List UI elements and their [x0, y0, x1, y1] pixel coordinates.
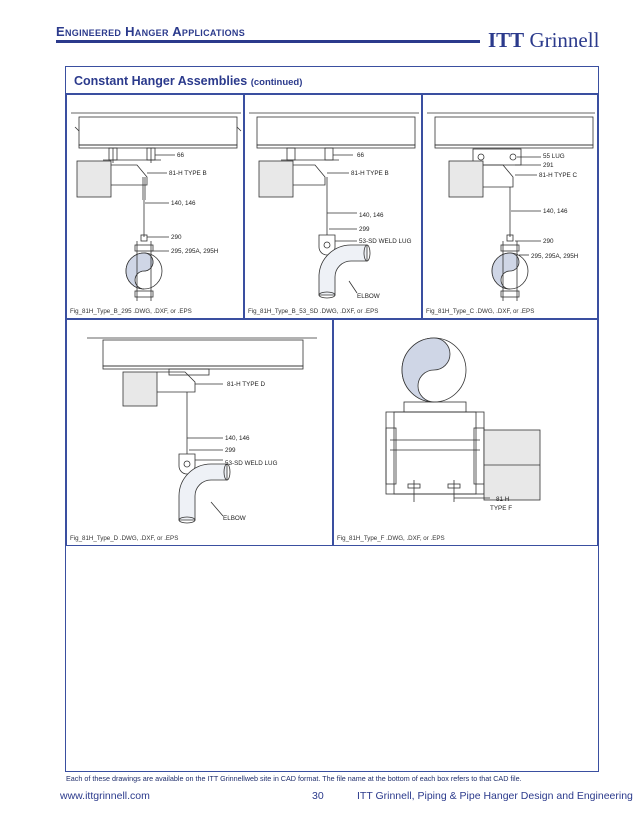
section-continued: (continued) — [250, 77, 303, 88]
section-rule — [65, 93, 599, 95]
callout-label: 81-H TYPE B — [351, 170, 389, 177]
drawing-type-f — [385, 337, 541, 502]
callout-label: 66 — [357, 152, 365, 159]
callout-label: 290 — [171, 234, 182, 241]
drawing-panel-type-c: 55 LUG 291 81-H TYPE C 140, 146 290 295,… — [422, 94, 598, 319]
callout-label: 140, 146 — [543, 208, 568, 215]
callout-label: 66 — [177, 152, 185, 159]
footnote: Each of these drawings are available on … — [66, 774, 522, 783]
cad-file-caption: Fig_81H_Type_C .DWG, .DXF, or .EPS — [426, 308, 535, 315]
drawing-type-c — [427, 112, 595, 301]
drawing-panel-type-b-53sd: 66 81-H TYPE B 140, 146 299 53-SD WELD L… — [244, 94, 422, 319]
section-title-text: Constant Hanger Assemblies — [74, 74, 248, 88]
page-header-title: Engineered Hanger Applications — [56, 24, 246, 39]
header-rule — [56, 40, 480, 43]
cad-file-caption: Fig_81H_Type_B_295 .DWG, .DXF, or .EPS — [70, 308, 192, 315]
callout-label: 81 H — [496, 496, 510, 503]
callout-label: 81-H TYPE C — [539, 172, 578, 179]
drawing-type-d — [87, 337, 317, 524]
brand-name: Grinnell — [529, 28, 600, 52]
callout-label: 140, 146 — [171, 200, 196, 207]
callout-label: 81-H TYPE B — [169, 170, 207, 177]
cad-file-caption: Fig_81H_Type_D .DWG, .DXF, or .EPS — [70, 535, 179, 542]
callout-label: 290 — [543, 238, 554, 245]
cad-file-caption: Fig_81H_Type_B_53_SD .DWG, .DXF, or .EPS — [248, 308, 379, 315]
page-number: 30 — [312, 790, 324, 802]
callout-label: ELBOW — [223, 515, 246, 522]
footer-publication-title: ITT Grinnell, Piping & Pipe Hanger Desig… — [357, 790, 633, 802]
callout-label: 295, 295A, 295H — [171, 248, 219, 255]
callout-label: 81-H TYPE D — [227, 381, 266, 388]
section-title: Constant Hanger Assemblies (continued) — [74, 74, 302, 88]
drawing-panel-type-b-295: 66 81-H TYPE B 140, 146 290 295, 295A, 2… — [66, 94, 244, 319]
callout-label: 53-SD WELD LUG — [225, 460, 278, 467]
drawing-type-b-53sd — [249, 112, 419, 299]
cad-file-caption: Fig_81H_Type_F .DWG, .DXF, or .EPS — [337, 535, 445, 542]
callout-label: 140, 146 — [225, 435, 250, 442]
callout-label: 295, 295A, 295H — [531, 253, 579, 260]
drawing-panel-type-f: 81 H TYPE F Fig_81H_Type_F .DWG, .DXF, o… — [333, 319, 598, 546]
drawing-panel-type-d: 81-H TYPE D 140, 146 299 53-SD WELD LUG … — [66, 319, 333, 546]
callout-label: TYPE F — [490, 505, 513, 512]
brand-bold: ITT — [488, 28, 525, 52]
brand-logo: ITT Grinnell — [488, 28, 599, 53]
callout-label: 53-SD WELD LUG — [359, 238, 412, 245]
content-frame — [65, 66, 599, 772]
callout-label: 140, 146 — [359, 212, 384, 219]
callout-label: 299 — [359, 226, 370, 233]
callout-label: ELBOW — [357, 293, 380, 300]
callout-label: 299 — [225, 447, 236, 454]
footer-website-link[interactable]: www.ittgrinnell.com — [60, 790, 150, 802]
drawing-type-b-295 — [71, 112, 242, 301]
callout-label: 291 — [543, 162, 554, 169]
callout-label: 55 LUG — [543, 153, 565, 160]
